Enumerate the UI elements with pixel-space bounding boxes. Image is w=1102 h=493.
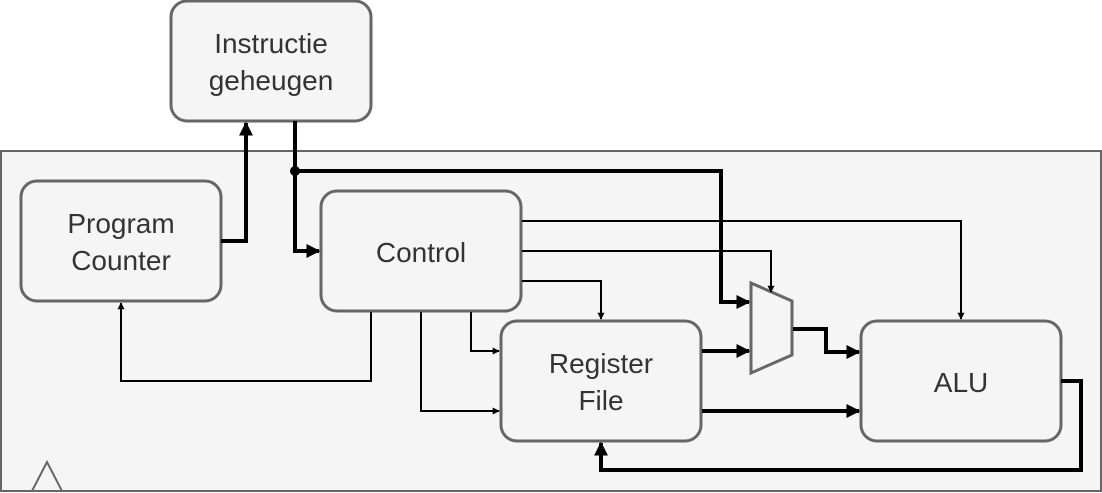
alu-block: ALU: [859, 319, 1063, 443]
register-file-block: Register File: [499, 319, 703, 443]
control-to-register-file-top-wire: [522, 280, 605, 320]
control-to-register-file-wire-1: [470, 312, 500, 355]
program-counter-block: Program Counter: [19, 179, 223, 303]
alu-writeback-wire: [594, 379, 1083, 472]
control-label: Control: [376, 237, 466, 268]
instruction-memory-label-line1: Instructie: [214, 28, 328, 59]
control-to-pc-wire: [117, 302, 372, 382]
junction-dot: [290, 166, 300, 176]
control-to-alu-wire: [522, 220, 965, 320]
program-counter-label-line2: Counter: [71, 245, 171, 276]
register-file-label-line1: Register: [549, 348, 653, 379]
pc-to-instruction-memory-wire: [221, 121, 253, 243]
clock-triangle-icon: [30, 459, 64, 492]
control-to-register-file-wire-2: [420, 312, 500, 415]
register-file-label-line2: File: [578, 385, 623, 416]
control-to-mux-wire: [522, 250, 775, 293]
instruction-memory-label-line2: geheugen: [209, 65, 334, 96]
program-counter-label-line1: Program: [67, 208, 174, 239]
instruction-to-control-wire: [293, 121, 321, 258]
instruction-to-mux-wire: [295, 169, 751, 309]
instruction-memory-block: Instructie geheugen: [169, 0, 373, 123]
alu-label: ALU: [934, 367, 988, 398]
control-block: Control: [319, 189, 523, 313]
mux-to-alu-wire: [793, 327, 861, 359]
multiplexer: [749, 280, 794, 376]
